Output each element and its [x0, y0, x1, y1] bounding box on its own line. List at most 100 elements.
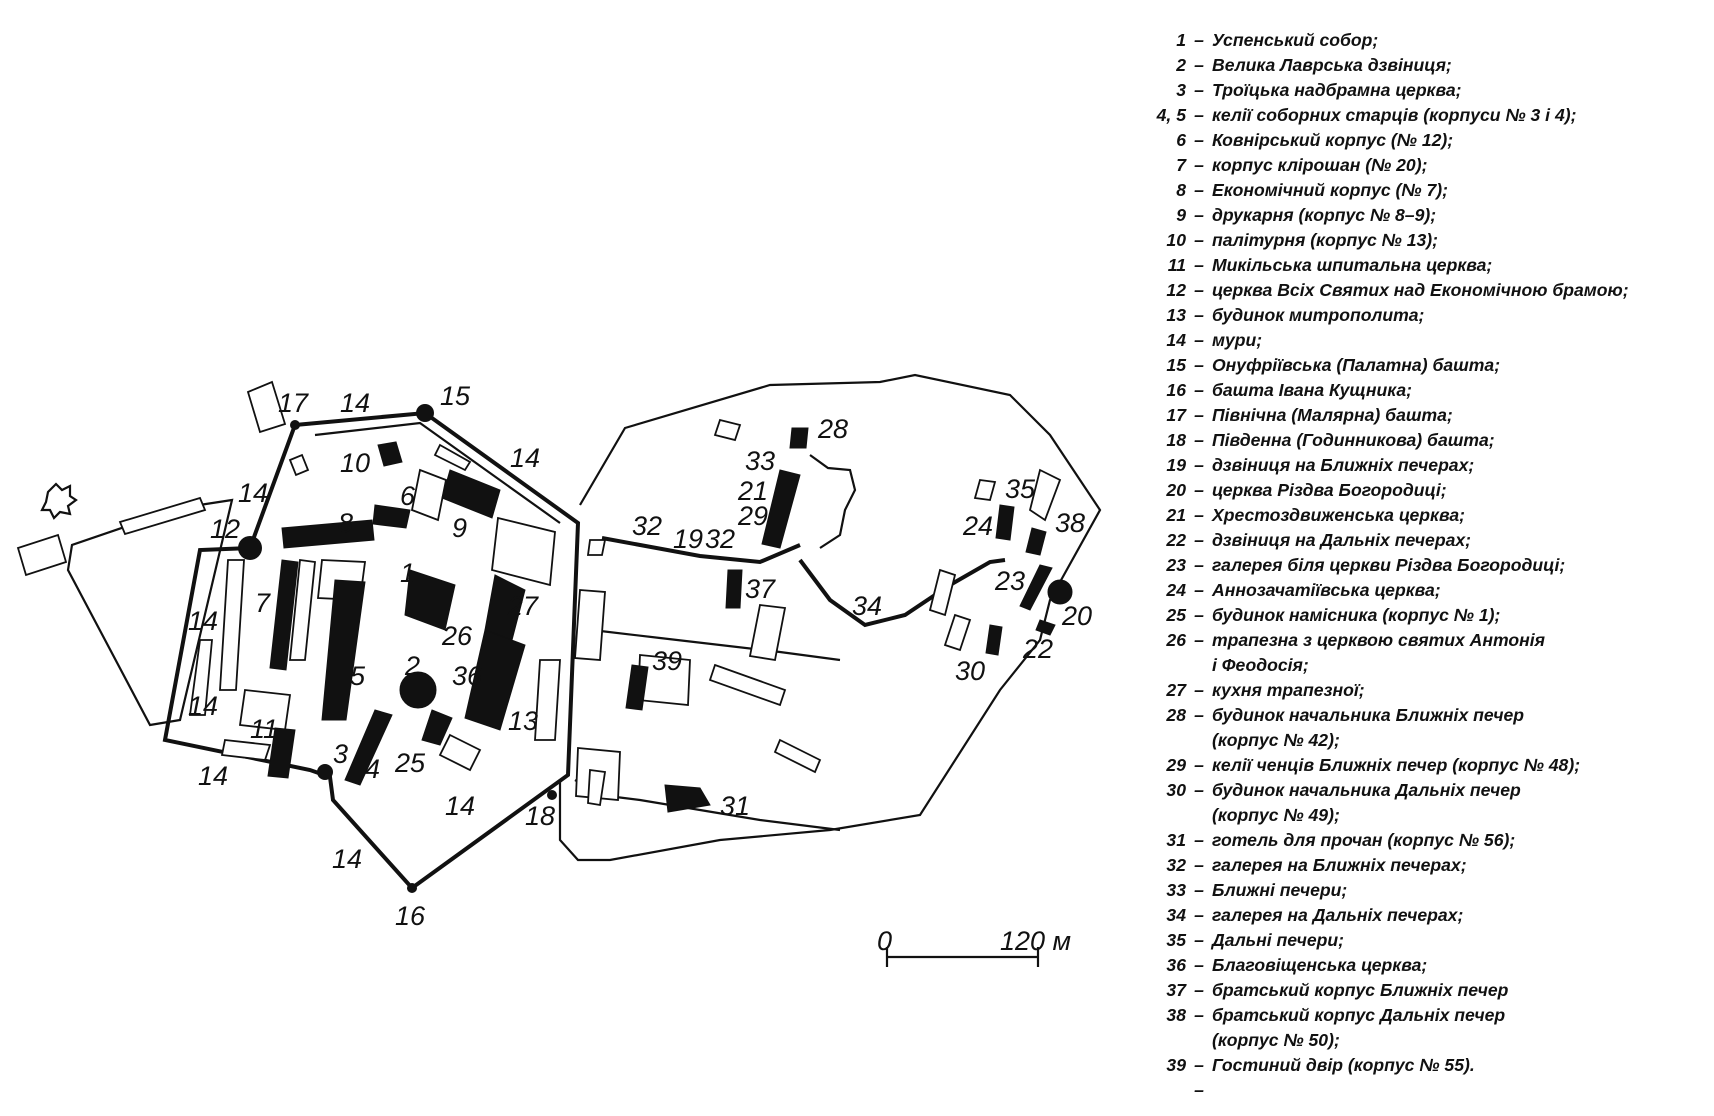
- legend-item: 9–друкарня (корпус № 8–9);: [1130, 203, 1710, 228]
- legend-continuation: (корпус № 49);: [1130, 803, 1710, 828]
- legend-text: Благовіщенська церква;: [1212, 955, 1428, 975]
- legend-text: башта Івана Кущника;: [1212, 380, 1412, 400]
- building-20: [1047, 579, 1073, 605]
- legend-text: Ближні печери;: [1212, 880, 1348, 900]
- legend-item: 22–дзвіниця на Дальніх печерах;: [1130, 528, 1710, 553]
- legend-dash: –: [1194, 380, 1204, 400]
- scale-bar-line: [885, 947, 1040, 967]
- building-7: [269, 559, 299, 671]
- legend-text: і Феодосія;: [1212, 655, 1309, 675]
- legend-number: 1: [1176, 30, 1186, 50]
- map-label: 14: [340, 388, 370, 418]
- building-26-36: [464, 629, 526, 731]
- legend-dash: –: [1194, 30, 1204, 50]
- legend-dash: –: [1194, 855, 1204, 875]
- building-outline: [220, 739, 272, 761]
- legend-dash: –: [1194, 55, 1204, 75]
- map-label: 28: [817, 414, 848, 444]
- legend-item: 1–Успенський собор;: [1130, 28, 1710, 53]
- legend-item: –: [1130, 1078, 1710, 1103]
- legend-item: 8–Економічний корпус (№ 7);: [1130, 178, 1710, 203]
- map-label: 4: [365, 754, 380, 784]
- legend-text: Північна (Малярна) башта;: [1212, 405, 1453, 425]
- legend-text: галерея біля церкви Різдва Богородиці;: [1212, 555, 1566, 575]
- legend-text: братський корпус Ближніх печер: [1212, 980, 1509, 1000]
- legend-number: 3: [1176, 80, 1186, 100]
- legend-text: Південна (Годинникова) башта;: [1212, 430, 1495, 450]
- inner-wall-line: [314, 421, 561, 524]
- tower-12: [238, 536, 262, 560]
- map-label: 23: [994, 566, 1025, 596]
- map-label: 39: [652, 646, 682, 676]
- map-label: 14: [238, 478, 268, 508]
- building-outline: [748, 604, 787, 662]
- legend-text: (корпус № 50);: [1212, 1030, 1340, 1050]
- map-label: 14: [445, 791, 475, 821]
- legend-item: 38–братський корпус Дальніх печер: [1130, 1003, 1710, 1028]
- legend-text: кухня трапезної;: [1212, 680, 1365, 700]
- legend-item: 36–Благовіщенська церква;: [1130, 953, 1710, 978]
- legend-dash: –: [1194, 230, 1204, 250]
- legend-dash: –: [1194, 205, 1204, 225]
- legend-item: 16–башта Івана Кущника;: [1130, 378, 1710, 403]
- west-yard-outline: [66, 498, 234, 727]
- map-label: 26: [441, 621, 473, 651]
- legend-text: (корпус № 49);: [1212, 805, 1340, 825]
- legend-dash: –: [1194, 955, 1204, 975]
- legend-item: 10–палітурня (корпус № 13);: [1130, 228, 1710, 253]
- scale-end-label: 120 м: [1000, 926, 1071, 956]
- map-label: 27: [507, 591, 539, 621]
- legend-text: церква Різдва Богородиці;: [1212, 480, 1447, 500]
- map-label: 36: [452, 661, 483, 691]
- building-outline: [534, 659, 561, 741]
- legend-number: 26: [1166, 630, 1186, 650]
- legend-number: 38: [1166, 1005, 1186, 1025]
- map-label: 19: [673, 524, 703, 554]
- legend-number: 34: [1166, 905, 1186, 925]
- map-label: 20: [1061, 601, 1092, 631]
- map-label: 11: [250, 714, 278, 744]
- building-outline: [587, 768, 607, 807]
- building-outline: [289, 558, 316, 661]
- legend-dash: –: [1194, 1005, 1204, 1025]
- map-label: 18: [525, 801, 555, 831]
- numbered-buildings: [267, 427, 1073, 813]
- legend-number: 24: [1166, 580, 1186, 600]
- building-outline: [433, 443, 472, 472]
- building-outline: [574, 589, 606, 661]
- legend-dash: –: [1194, 280, 1204, 300]
- legend-text: готель для прочан (корпус № 56);: [1212, 830, 1516, 850]
- legend-item: 35–Дальні печери;: [1130, 928, 1710, 953]
- legend-item: 31–готель для прочан (корпус № 56);: [1130, 828, 1710, 853]
- map-label: 2: [404, 651, 420, 681]
- legend-number: 28: [1166, 705, 1186, 725]
- map-label: 22: [1022, 634, 1053, 664]
- legend-dash: –: [1194, 1080, 1204, 1100]
- legend-dash: –: [1194, 580, 1204, 600]
- legend-item: 21–Хрестоздвиженська церква;: [1130, 503, 1710, 528]
- map-label: 30: [955, 656, 985, 686]
- legend-item: 20–церква Різдва Богородиці;: [1130, 478, 1710, 503]
- legend-number: 27: [1166, 680, 1186, 700]
- legend-item: 24–Аннозачатіївська церква;: [1130, 578, 1710, 603]
- legend-text: галерея на Дальніх печерах;: [1212, 905, 1464, 925]
- map-label: 37: [745, 574, 776, 604]
- building-11: [267, 727, 296, 779]
- legend-dash: –: [1194, 755, 1204, 775]
- legend-number: 2: [1176, 55, 1186, 75]
- legend-text: Економічний корпус (№ 7);: [1212, 180, 1448, 200]
- legend-text: церква Всіх Святих над Економічною брамо…: [1212, 280, 1629, 300]
- map-label: 31: [720, 791, 750, 821]
- building-38: [1025, 527, 1047, 556]
- legend-text: галерея на Ближніх печерах;: [1212, 855, 1467, 875]
- legend-text: келії соборних старців (корпуси № 3 і 4)…: [1212, 105, 1577, 125]
- map-label: 25: [394, 748, 426, 778]
- legend-number: 17: [1166, 405, 1186, 425]
- legend-dash: –: [1194, 180, 1204, 200]
- building-outline: [773, 738, 822, 774]
- west-row-building: [118, 496, 207, 536]
- map-label: 12: [210, 514, 240, 544]
- legend-item: 15–Онуфріївська (Палатна) башта;: [1130, 353, 1710, 378]
- legend-dash: –: [1194, 105, 1204, 125]
- map-label: 17: [278, 388, 309, 418]
